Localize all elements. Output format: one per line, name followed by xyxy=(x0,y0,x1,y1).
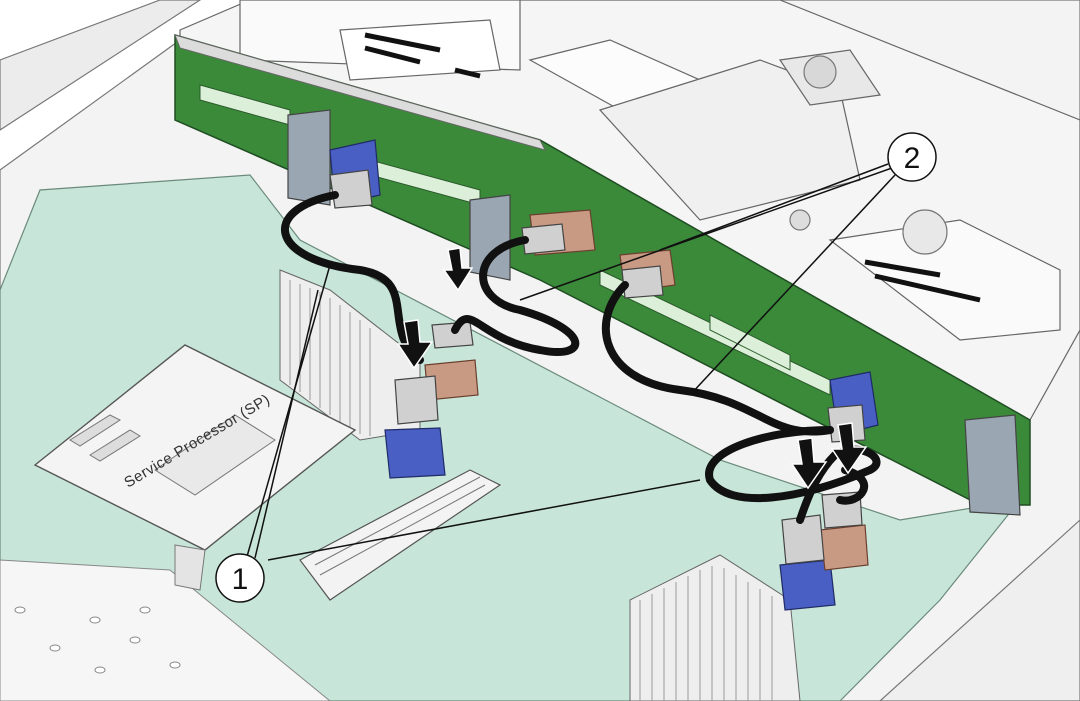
callout-1-label: 1 xyxy=(232,563,249,596)
callout-1: 1 xyxy=(215,553,265,603)
heatsink-right xyxy=(629,554,801,701)
service-processor-card: Service Processor (SP) xyxy=(33,344,357,591)
arrow-down-icon xyxy=(790,437,828,490)
cable-2-left xyxy=(451,236,580,356)
backplane-brackets xyxy=(287,109,1021,516)
chassis-left-wall xyxy=(0,0,202,131)
motherboard-connectors xyxy=(384,359,869,611)
cable-1-right xyxy=(705,426,881,524)
cable-2-right xyxy=(601,281,834,436)
arrow-down-icon xyxy=(442,247,474,292)
cable-1-right-b xyxy=(836,466,869,505)
cable-plugs xyxy=(329,169,866,565)
insertion-arrows xyxy=(396,247,868,490)
callout-2: 2 xyxy=(887,132,937,182)
cable-1-left xyxy=(281,191,424,364)
leader-lines xyxy=(245,163,896,561)
chassis-plate xyxy=(0,559,331,701)
heatsink-left xyxy=(279,269,421,441)
chassis-right-rail xyxy=(879,519,1080,701)
arrow-down-icon xyxy=(396,319,434,370)
callout-2-label: 2 xyxy=(904,142,921,175)
arrow-down-icon xyxy=(830,422,868,475)
cables xyxy=(281,191,881,524)
